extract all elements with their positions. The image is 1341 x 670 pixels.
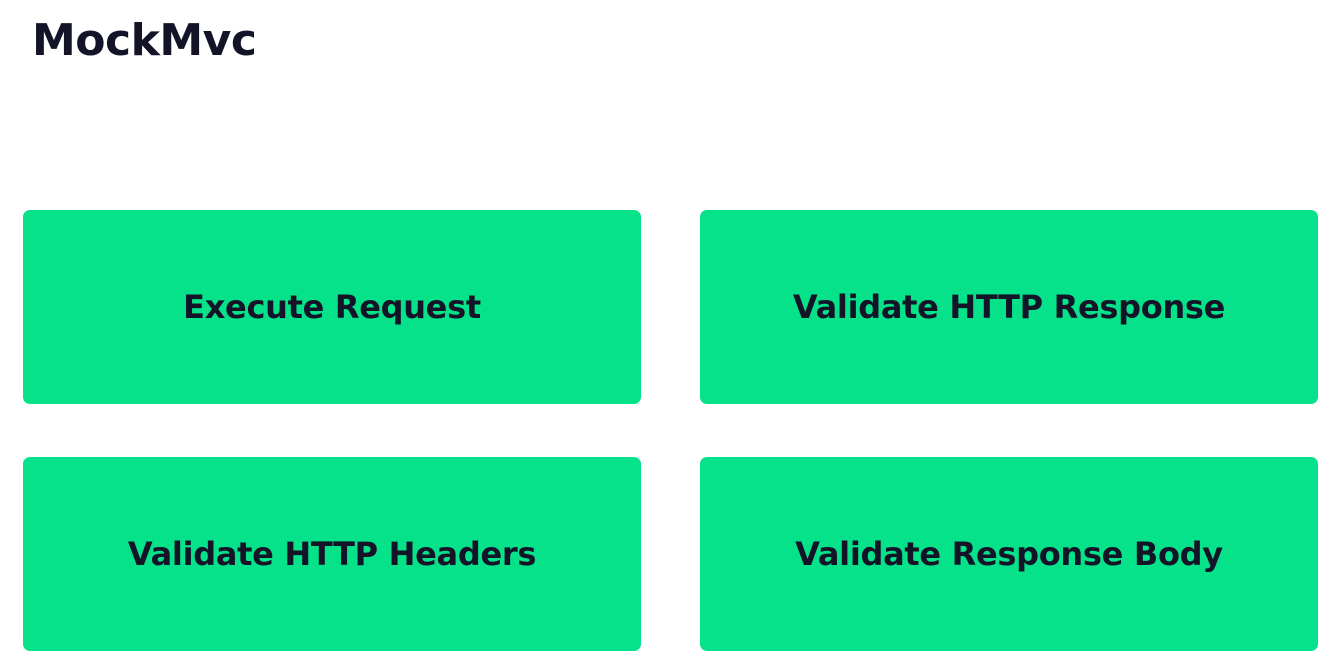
card-label: Execute Request	[183, 288, 481, 326]
card-label: Validate HTTP Response	[792, 288, 1226, 326]
card-label: Validate Response Body	[795, 535, 1223, 573]
card-validate-response-body: Validate Response Body	[700, 457, 1318, 651]
card-execute-request: Execute Request	[23, 210, 641, 404]
card-label: Validate HTTP Headers	[127, 535, 537, 573]
page-title: MockMvc	[32, 15, 257, 66]
card-validate-http-response: Validate HTTP Response	[700, 210, 1318, 404]
card-validate-http-headers: Validate HTTP Headers	[23, 457, 641, 651]
